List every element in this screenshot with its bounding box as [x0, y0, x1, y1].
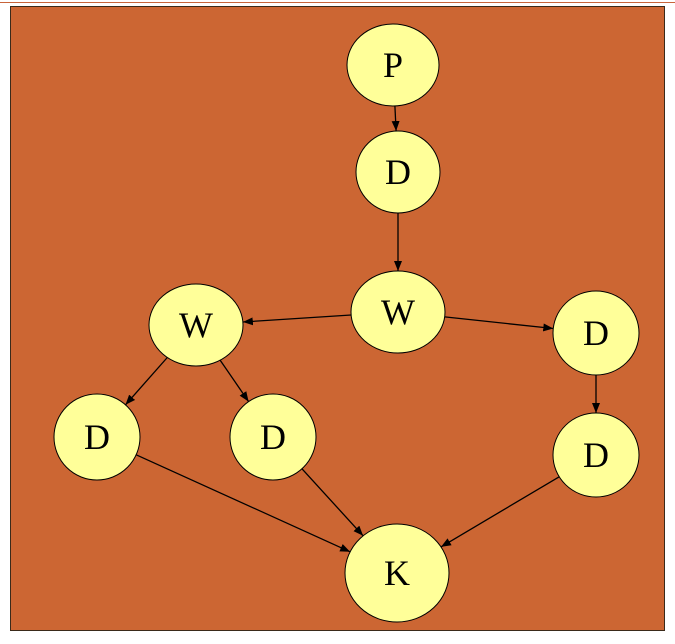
- node-p-1: P: [346, 23, 440, 107]
- node-d-8: D: [552, 412, 640, 498]
- node-ellipse: [148, 283, 244, 367]
- node-label: W: [179, 305, 213, 345]
- node-label: K: [384, 553, 410, 593]
- edge-n8-to-n9: [440, 476, 560, 548]
- nodes-layer: P D W W D D D D K: [53, 23, 640, 623]
- diagram-frame: [10, 6, 665, 631]
- edge-n1-to-n2: [391, 105, 400, 132]
- node-d-5: D: [552, 290, 640, 376]
- node-d-7: D: [229, 393, 317, 481]
- node-label: P: [383, 45, 403, 85]
- node-d-2: D: [355, 130, 441, 214]
- edge-n6-to-n9: [135, 454, 351, 553]
- node-label: D: [260, 417, 286, 457]
- edges-layer: [125, 105, 600, 553]
- node-ellipse: [350, 270, 446, 354]
- node-label: D: [84, 417, 110, 457]
- node-ellipse: [355, 130, 441, 214]
- node-ellipse: [344, 523, 450, 623]
- edge-n4-to-n6: [125, 357, 168, 406]
- edge-n7-to-n9: [301, 468, 364, 537]
- top-rule: [0, 2, 675, 3]
- node-d-6: D: [53, 393, 141, 481]
- edge-n3-to-n5: [444, 316, 554, 332]
- node-label: D: [385, 152, 411, 192]
- edge-n3-to-n4: [242, 314, 352, 326]
- node-ellipse: [552, 290, 640, 376]
- edge-n4-to-n7: [219, 359, 250, 402]
- node-ellipse: [346, 23, 440, 107]
- node-ellipse: [229, 393, 317, 481]
- node-ellipse: [552, 412, 640, 498]
- node-k-9: K: [344, 523, 450, 623]
- node-w-3: W: [350, 270, 446, 354]
- node-w-4: W: [148, 283, 244, 367]
- node-label: W: [381, 292, 415, 332]
- node-ellipse: [53, 393, 141, 481]
- node-label: D: [583, 435, 609, 475]
- node-label: D: [583, 313, 609, 353]
